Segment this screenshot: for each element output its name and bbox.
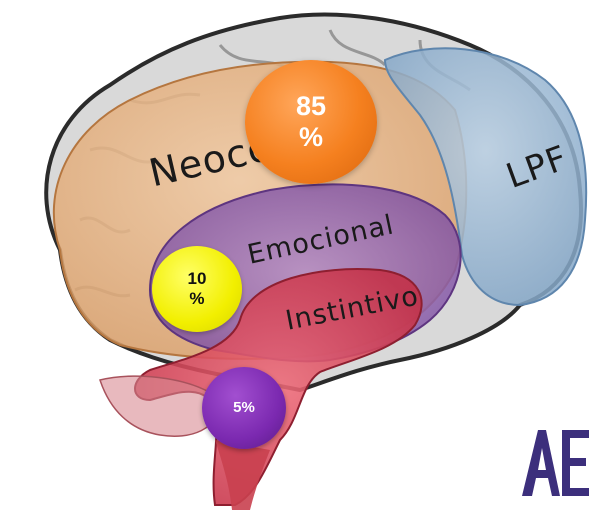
neocortex-percent-sign: %	[296, 122, 326, 153]
neocortex-percent-value: 85	[296, 91, 326, 122]
emotional-percent-sign: %	[188, 289, 207, 309]
neocortex-percent-bubble: 85 %	[245, 60, 377, 184]
instinctive-percent-value: 5%	[233, 399, 255, 416]
ae-logo	[520, 428, 589, 498]
instinctive-percent-bubble: 5%	[202, 367, 286, 449]
emotional-percent-bubble: 10 %	[152, 246, 242, 332]
emotional-percent-value: 10	[188, 269, 207, 289]
